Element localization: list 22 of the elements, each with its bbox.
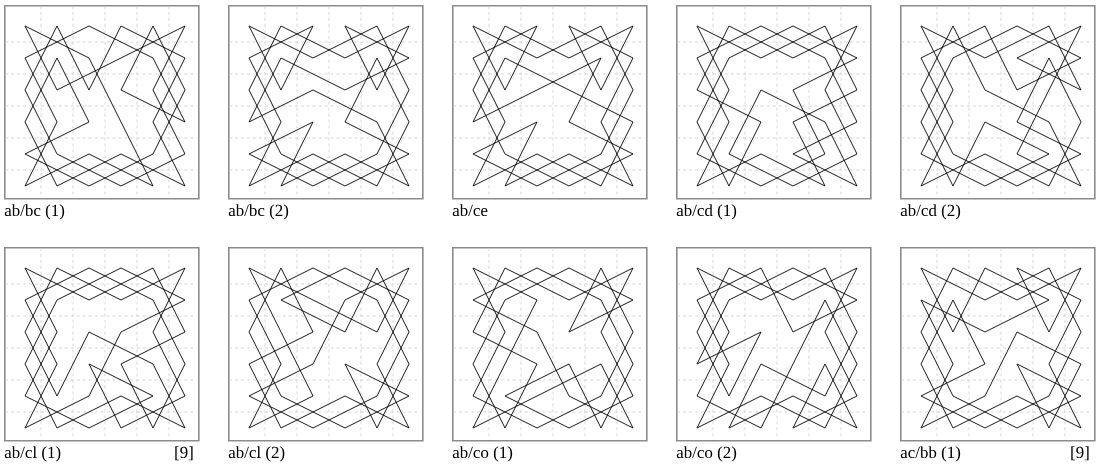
panel-caption: ac/bb (1) — [900, 446, 961, 462]
knight-tour-board — [228, 5, 424, 200]
panel-caption: ab/ce — [452, 204, 488, 217]
panel-caption: ab/cl (2) — [228, 446, 285, 462]
panel-caption: ab/cd (1) — [676, 204, 737, 220]
knight-tour-board — [900, 247, 1096, 442]
panel-caption: ab/co (1) — [452, 446, 513, 462]
knight-tour-board — [452, 5, 648, 200]
knight-tour-board — [676, 247, 872, 442]
knight-tour-board — [4, 247, 200, 442]
knight-tour-board — [4, 5, 200, 200]
panel-caption: ab/bc (1) — [4, 204, 65, 220]
panel-caption: ab/bc (2) — [228, 204, 289, 220]
panel-caption: ab/cd (2) — [900, 204, 961, 220]
panel-caption: ab/cl (1) — [4, 446, 61, 462]
panel-caption: ab/co (2) — [676, 446, 737, 462]
knight-tour-board — [452, 247, 648, 442]
citation: [9] — [1071, 446, 1089, 461]
citation: [9] — [175, 446, 193, 461]
knight-tour-board — [900, 5, 1096, 200]
knight-tour-board — [676, 5, 872, 200]
knight-tour-board — [228, 247, 424, 442]
